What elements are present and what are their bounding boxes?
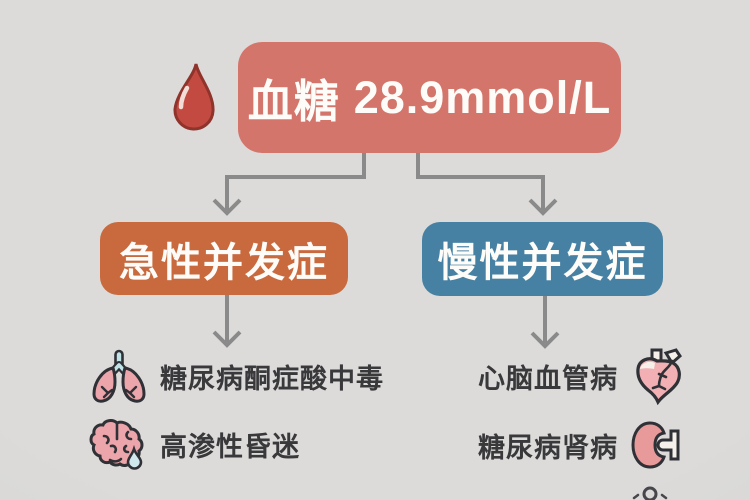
branch-acute-complications: 急性并发症 [100,222,348,295]
arrowhead-acute-items [212,330,242,348]
arrowhead-chronic-items [530,331,560,349]
heart-icon [636,348,682,405]
list-item-dka: 糖尿病酮症酸中毒 [90,347,384,405]
branch-chronic-complications: 慢性并发症 [422,222,663,296]
branch-acute-label: 急性并发症 [119,240,329,285]
root-node-blood-glucose: 血糖 28.9mmol/L [238,42,621,153]
list-item-hyperosmolar-coma: 高渗性昏迷 [88,416,300,472]
list-item-label: 高渗性昏迷 [160,431,300,462]
list-item-cardiovascular: 心脑血管病 [478,347,686,405]
list-item-nephropathy: 糖尿病肾病 [478,420,684,470]
connector-root-to-acute [225,153,366,210]
list-item-label: 糖尿病酮症酸中毒 [160,363,384,394]
blood-drop-icon [170,60,218,136]
list-item-label: 糖尿病肾病 [478,432,618,463]
connector-root-to-chronic [416,153,545,210]
kidney-icon [631,421,680,469]
arrowhead-chronic [528,198,558,216]
lungs-icon [92,349,146,403]
brain-icon [89,419,144,470]
root-label: 血糖 [247,76,340,127]
arrowhead-acute [212,198,242,216]
list-item-label: 心脑血管病 [478,363,618,394]
branch-chronic-label: 慢性并发症 [437,241,648,285]
cutoff-figure-icon [620,483,680,500]
root-value: 28.9mmol/L [353,71,612,123]
